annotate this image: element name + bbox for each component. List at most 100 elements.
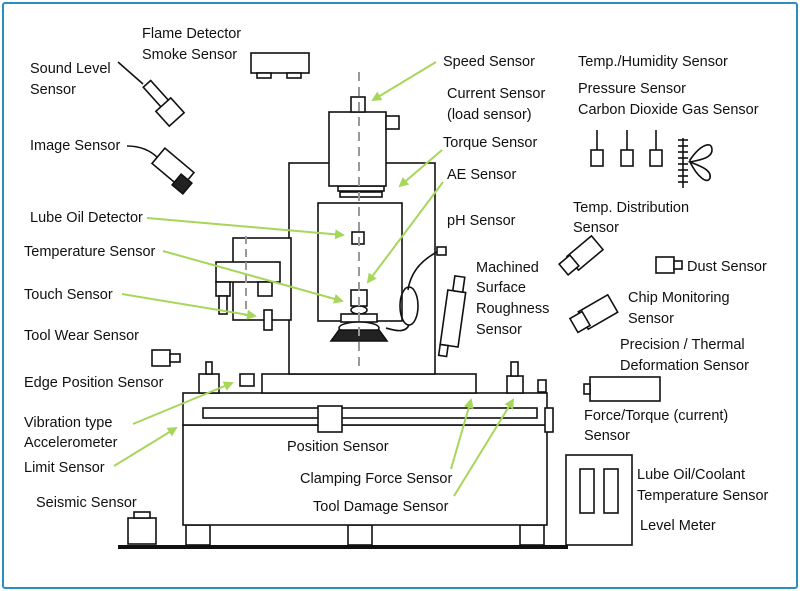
clamping-force-sensor-body [506,375,524,394]
clamping-force-sensor-tip [510,361,519,377]
label-flame-detector: Flame Detector [142,26,241,42]
workpiece-table [261,373,477,394]
flame-smoke-sensor-body [250,52,310,74]
roughness-sensor-top [451,274,466,294]
precision-thermal-sensor [589,376,661,402]
arrow-ae-sensor [366,181,444,284]
temp-distribution-sensor-lens [558,254,580,276]
arrow-touch-sensor [121,293,257,320]
aux-unit-leg-right [257,281,273,297]
limit-stop-right [544,407,554,433]
label-force-torque-1: Force/Torque (current) [584,408,728,424]
machine-foot-right [519,524,545,546]
label-image-sensor: Image Sensor [30,138,120,154]
arrow-limit-sensor [113,426,178,467]
label-precision-1: Precision / Thermal [620,337,745,353]
touch-probe-left [218,295,228,315]
roughness-sensor-body [439,289,467,348]
pointer-arrows [113,61,515,497]
coolant-tank [565,454,633,546]
label-torque-sensor: Torque Sensor [443,135,537,151]
env-sensor-3 [649,149,663,167]
label-tool-damage-sensor: Tool Damage Sensor [313,499,449,515]
label-speed-sensor: Speed Sensor [443,54,535,70]
arrow-speed-sensor [371,61,437,102]
label-temp-distribution-1: Temp. Distribution [573,200,689,216]
label-temp-distribution-2: Sensor [573,220,619,236]
label-machined-1: Machined [476,260,539,276]
precision-thermal-sensor-tip [583,383,591,395]
label-current-sensor-2: (load sensor) [447,107,532,123]
machine-foot-center [347,524,373,546]
roughness-sensor-tip [437,343,450,358]
arrow-temperature-sensor [162,250,344,304]
aux-unit-leg-left [215,281,231,297]
image-sensor-lens [171,173,193,195]
label-machined-3: Roughness [476,301,549,317]
ph-sensor-cable-end [385,324,410,332]
touch-probe-right [263,309,273,331]
label-lube-coolant-2: Temperature Sensor [637,488,769,504]
dust-sensor-port [673,260,683,270]
spindle-motor [328,111,387,187]
chip-monitoring-lens [568,310,592,334]
label-edge-position-sensor: Edge Position Sensor [24,375,164,391]
arrow-torque-sensor [398,149,443,188]
label-current-sensor-1: Current Sensor [447,86,545,102]
arrow-vibration-sensor [132,381,234,425]
label-limit-sensor: Limit Sensor [24,460,105,476]
flame-smoke-sensor-foot-left [256,72,272,79]
env-sensor-2 [620,149,634,167]
label-position-sensor: Position Sensor [287,439,389,455]
label-ph-sensor: pH Sensor [447,213,516,229]
torque-disc-2 [339,191,383,198]
label-precision-2: Deformation Sensor [620,358,749,374]
label-vibration-1: Vibration type [24,415,112,431]
arrow-clamping-force-sensor [450,398,474,470]
ph-sensor-head [436,246,447,256]
label-pressure-sensor: Pressure Sensor [578,81,686,97]
arrow-lube-oil-detector [146,217,345,240]
label-sound-level-1: Sound Level [30,61,111,77]
clamping-small-sensor [537,379,547,393]
seismic-sensor-body [127,517,157,545]
label-tool-wear-sensor: Tool Wear Sensor [24,328,139,344]
current-sensor-body [385,115,400,130]
label-vibration-2: Accelerometer [24,435,118,451]
label-temp-humidity: Temp./Humidity Sensor [578,54,728,70]
label-smoke-sensor: Smoke Sensor [142,47,237,63]
label-lube-oil-detector: Lube Oil Detector [30,210,143,226]
arrow-tool-damage-sensor [453,398,515,497]
coolant-level-window-right [603,468,619,514]
edge-position-sensor-head [239,373,255,387]
sensor-labels: Flame Detector Smoke Sensor Sound Level … [24,26,769,534]
image-sensor-cable [126,145,159,159]
machine-foot-left [185,524,211,546]
label-co2-sensor: Carbon Dioxide Gas Sensor [578,102,759,118]
label-force-torque-2: Sensor [584,428,630,444]
env-sensor-1 [590,149,604,167]
label-machined-2: Surface [476,280,526,296]
edge-sensor-small [151,349,171,367]
position-scale-rail [202,407,538,419]
label-dust-sensor: Dust Sensor [687,259,767,275]
label-temperature-sensor: Temperature Sensor [24,244,156,260]
position-sensor-block [317,405,343,433]
label-lube-coolant-1: Lube Oil/Coolant [637,467,745,483]
sound-sensor-body [154,96,186,128]
co2-sensor-scale [678,138,688,188]
aux-unit-bar [215,261,281,283]
label-level-meter: Level Meter [640,518,716,534]
label-seismic-sensor: Seismic Sensor [36,495,137,511]
fan-icon [687,144,713,182]
coolant-level-window-left [579,468,595,514]
sound-sensor-cable [117,61,144,85]
seismic-sensor-cap [133,511,151,519]
dust-sensor-body [655,256,675,274]
label-chip-monitoring-1: Chip Monitoring [628,290,730,306]
flame-smoke-sensor-foot-right [286,72,302,79]
edge-position-sensor-tip [205,361,213,375]
edge-sensor-small-tip [169,353,181,363]
label-touch-sensor: Touch Sensor [24,287,113,303]
